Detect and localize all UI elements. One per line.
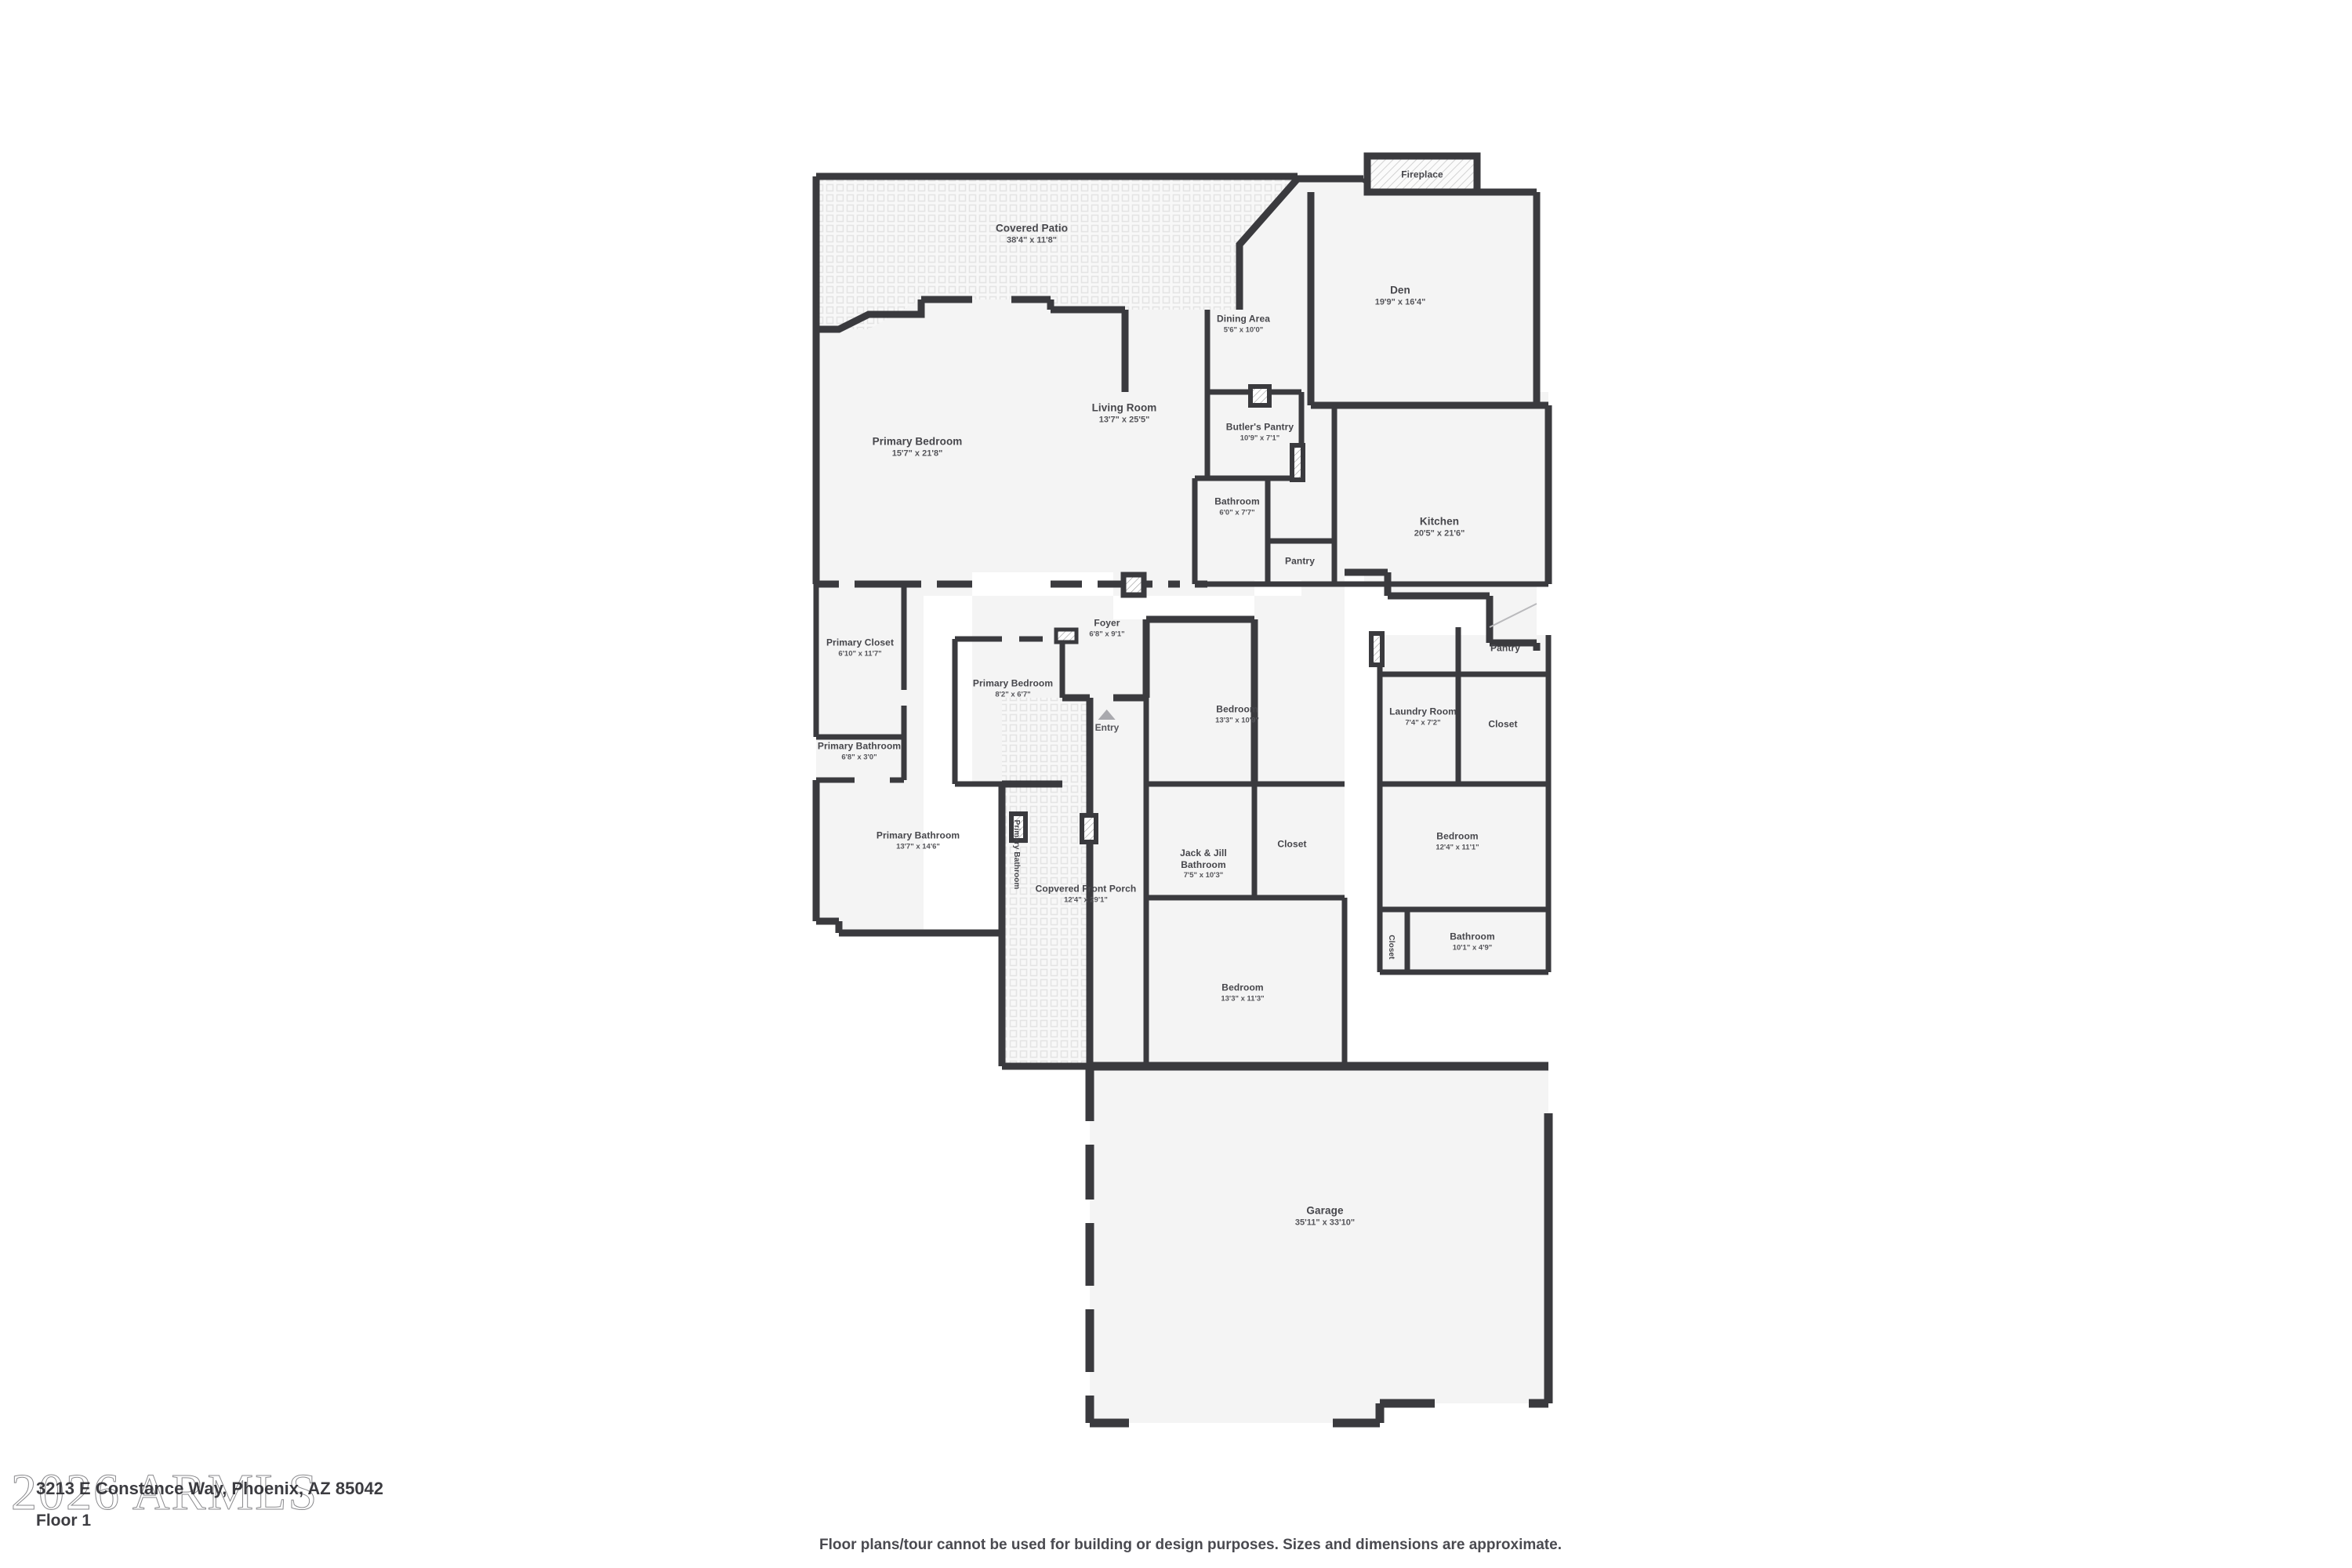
den-walls xyxy=(1307,192,1537,409)
floor-plan-drawing: Covered Patio 38'4" x 11'8" Fireplace De… xyxy=(812,152,1553,1428)
primary-bathroom-small-walls xyxy=(816,734,907,783)
fireplace-walls xyxy=(1363,152,1481,196)
right-wing-floor xyxy=(1380,635,1548,972)
entry-floor xyxy=(1002,698,1090,784)
footer: 3213 E Constance Way, Phoenix, AZ 85042 … xyxy=(0,1458,2352,1568)
room-floor-fills xyxy=(816,179,1548,1423)
door-swings xyxy=(1489,603,1537,628)
den-floor xyxy=(1311,192,1537,405)
right-wing-walls xyxy=(1377,627,1552,975)
garage-floor xyxy=(1090,1066,1548,1423)
kitchen-walls xyxy=(1331,405,1548,587)
fixture-hatches xyxy=(1009,384,1385,844)
covered-patio-floor xyxy=(816,179,1298,329)
garage-walls xyxy=(1085,1062,1553,1428)
property-address: 3213 E Constance Way, Phoenix, AZ 85042 xyxy=(36,1479,384,1498)
jack-jill-walls xyxy=(1143,781,1345,901)
primary-suite-floor xyxy=(816,584,972,933)
primary-bedroom-1-walls xyxy=(812,329,972,588)
foyer-walls xyxy=(1062,615,1258,784)
kitchen-floor xyxy=(1364,392,1548,584)
covered-front-porch-floor xyxy=(1002,784,1090,1066)
covered-patio-walls xyxy=(812,172,1298,329)
disclaimer-text: Floor plans/tour cannot be used for buil… xyxy=(819,1537,1562,1553)
floor-label: Floor 1 xyxy=(36,1512,92,1530)
covered-front-porch-walls xyxy=(998,698,1094,1070)
